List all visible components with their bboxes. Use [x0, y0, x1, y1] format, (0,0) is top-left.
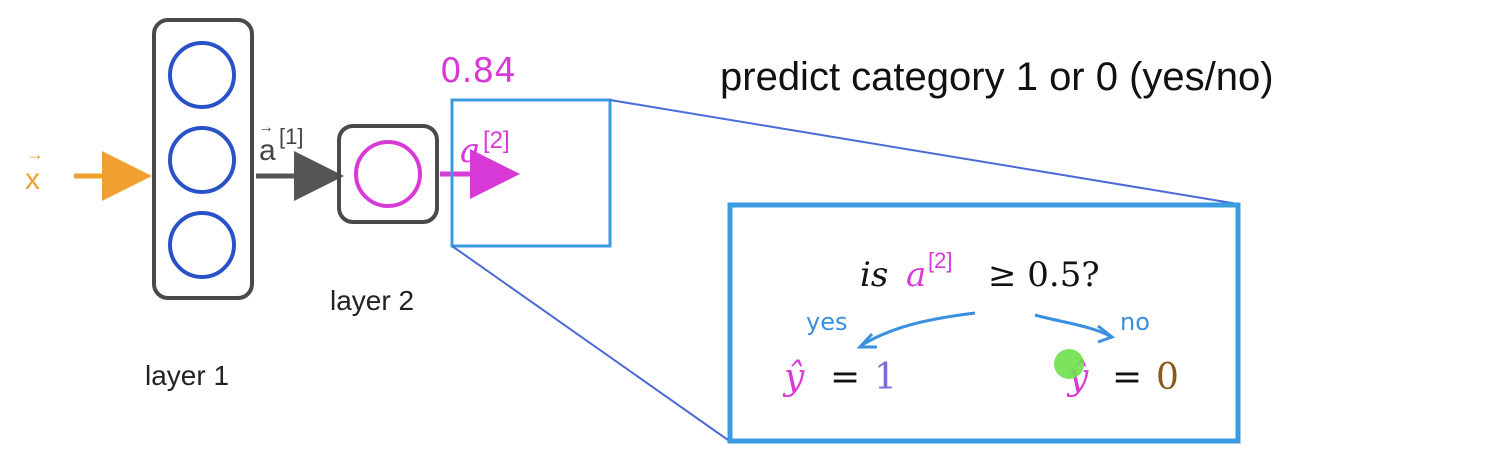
yes-arrow: [861, 311, 976, 347]
question-sup: [2]: [928, 248, 952, 273]
zoom-source-box: [450, 98, 612, 248]
no-result-eq: =: [1112, 357, 1142, 398]
input-vector-arrow: →: [26, 144, 44, 164]
yes-arrow-head: [856, 332, 877, 349]
question-var: a: [906, 255, 926, 295]
output-value: 0.84: [440, 51, 516, 91]
input-label: x: [25, 163, 40, 196]
threshold-box: [727, 202, 1241, 444]
zoom-line-bottom: [451, 245, 729, 441]
layer1-neuron-2: [168, 126, 236, 194]
layer1-box: [152, 18, 254, 300]
cursor-dot: [1054, 349, 1084, 379]
layer1-label: layer 1: [145, 360, 229, 391]
no-result-value: 0: [1156, 357, 1179, 398]
layer1-neuron-1: [168, 41, 236, 109]
question-suffix: ≥ 0.5?: [988, 255, 1100, 295]
a1-vector-arrow: →: [258, 119, 274, 136]
a1-superscript: [1]: [279, 124, 303, 149]
layer2-label: layer 2: [330, 285, 414, 316]
yes-label: yes: [806, 308, 847, 336]
yes-result-eq: =: [830, 357, 860, 398]
no-arrow: [1034, 313, 1111, 338]
question-prefix: is: [860, 255, 888, 295]
layer2-box: [337, 124, 439, 224]
no-label: no: [1120, 308, 1150, 336]
a1-label: a: [259, 134, 276, 167]
a2-label: a: [460, 131, 480, 171]
layer2-neuron: [354, 140, 422, 208]
a2-superscript: [2]: [483, 127, 510, 154]
no-arrow-head: [1097, 324, 1116, 344]
task-text: predict category 1 or 0 (yes/no): [720, 55, 1274, 99]
yes-result-value: 1: [874, 357, 897, 398]
yes-result-lhs: ŷ: [782, 357, 805, 398]
zoom-line-top: [609, 99, 1239, 205]
layer1-neuron-3: [168, 211, 236, 279]
